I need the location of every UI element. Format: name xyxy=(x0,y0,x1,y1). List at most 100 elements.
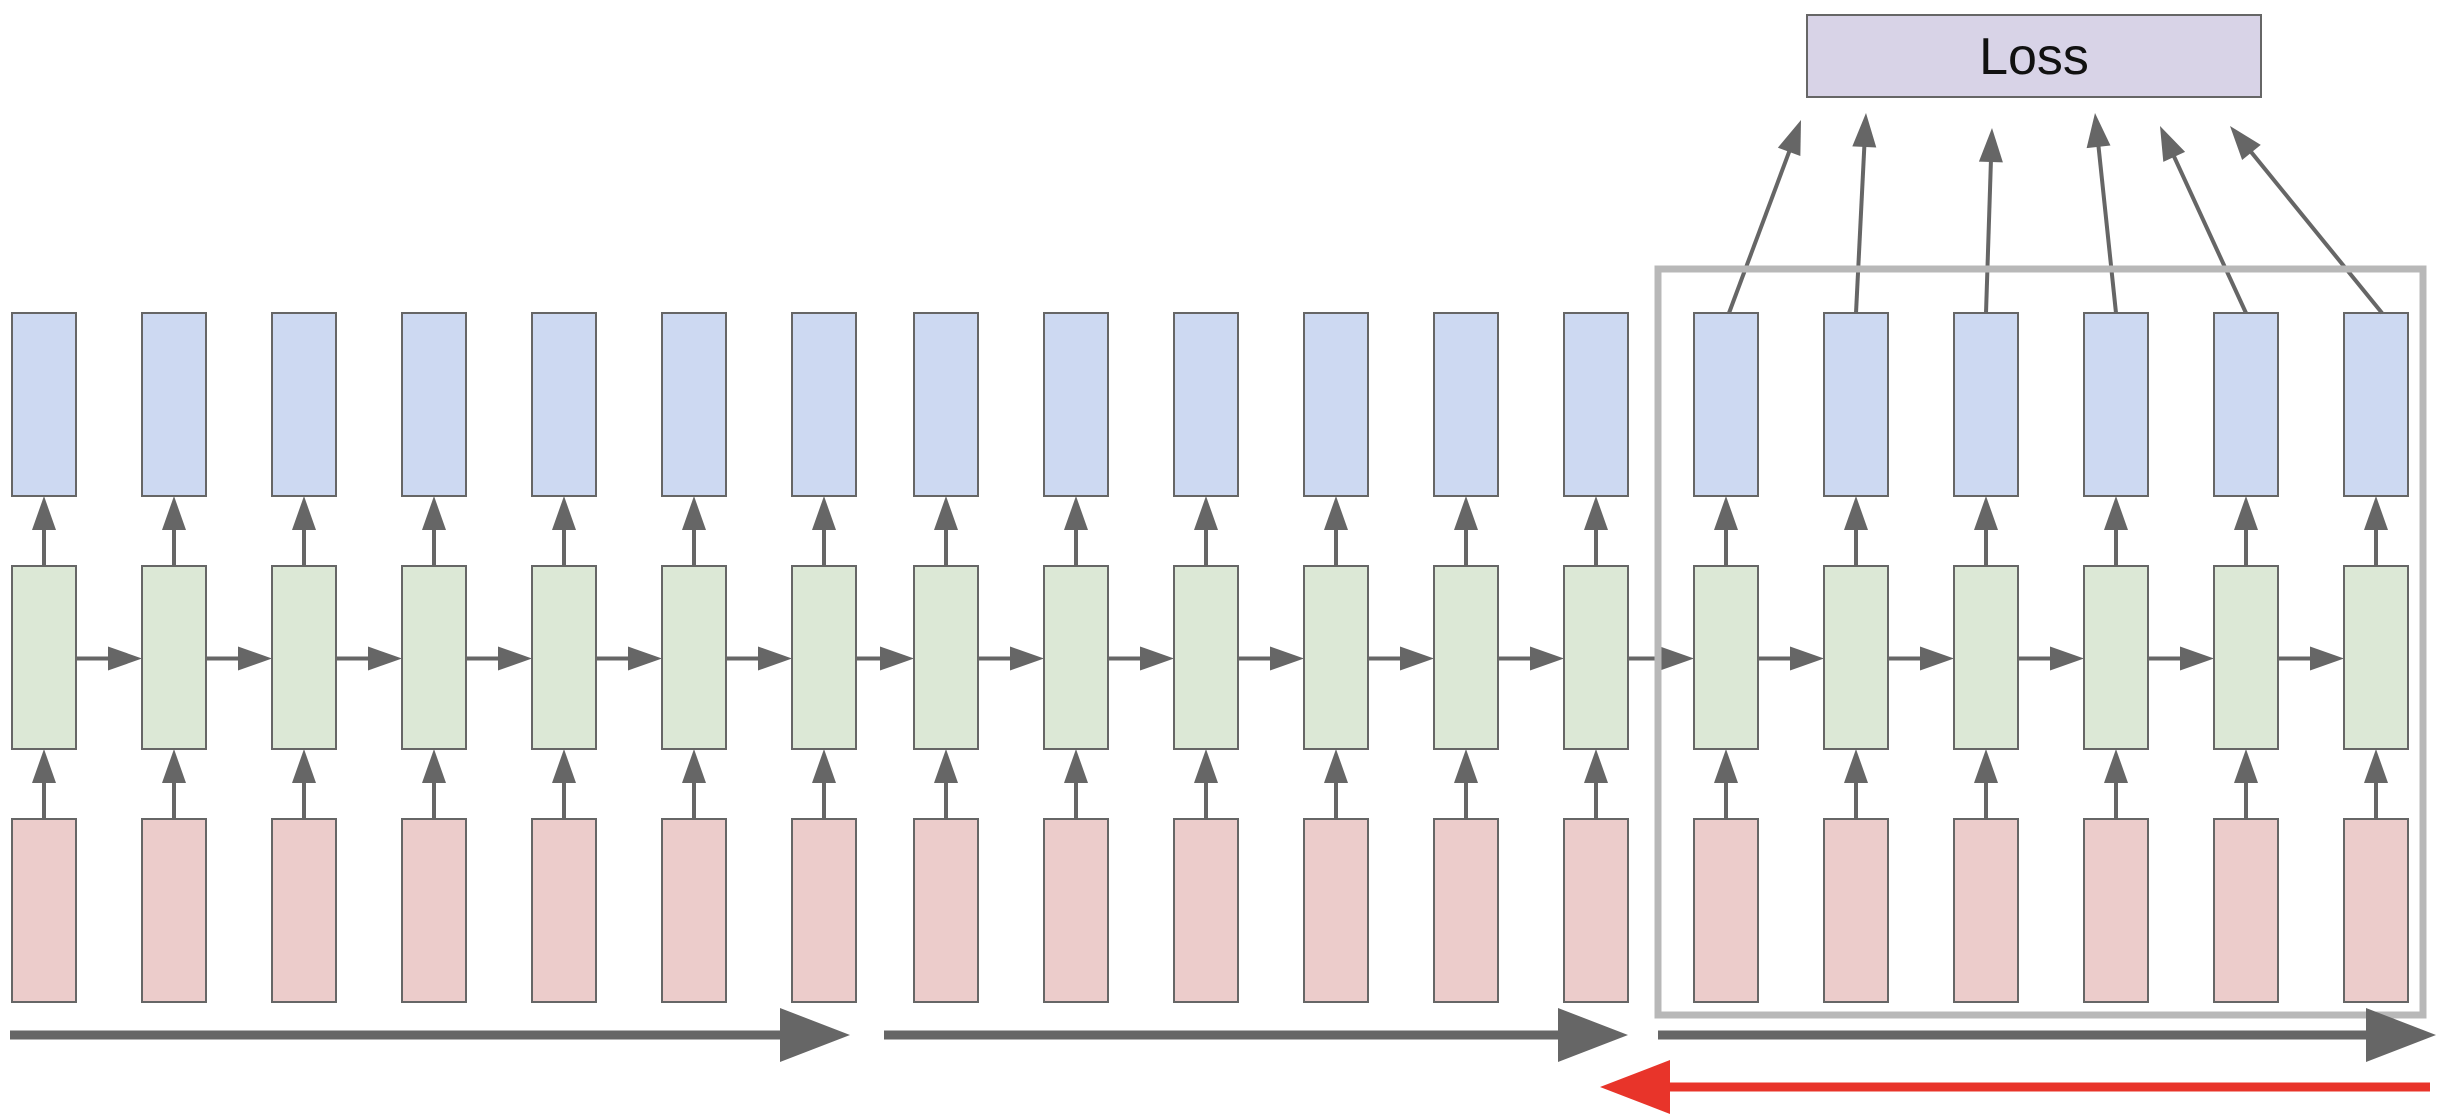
recurrent-arrow-4-head xyxy=(628,646,662,671)
hidden-to-output-arrow-11-head xyxy=(1454,496,1478,530)
input-to-hidden-arrow-15-head xyxy=(1974,749,1998,783)
recurrent-arrow-6-head xyxy=(880,646,914,671)
input-to-hidden-arrow-3-head xyxy=(422,749,446,783)
hidden-cell-2 xyxy=(271,565,337,750)
input-cell-14 xyxy=(1823,818,1889,1003)
output-to-loss-arrow-0-head xyxy=(1777,120,1801,157)
recurrent-arrow-10-head xyxy=(1400,646,1434,671)
output-cell-1 xyxy=(141,312,207,497)
input-to-hidden-arrow-16-head xyxy=(2104,749,2128,783)
recurrent-arrow-11-head xyxy=(1530,646,1564,671)
output-to-loss-arrow-3-shaft xyxy=(2096,141,2118,314)
output-to-loss-arrow-4-shaft xyxy=(2170,151,2248,314)
input-cell-17 xyxy=(2213,818,2279,1003)
recurrent-arrow-13-head xyxy=(1790,646,1824,671)
input-to-hidden-arrow-17-head xyxy=(2234,749,2258,783)
hidden-to-output-arrow-7-head xyxy=(934,496,958,530)
output-to-loss-arrow-4-head xyxy=(2160,126,2186,162)
hidden-cell-5 xyxy=(661,565,727,750)
hidden-cell-8 xyxy=(1043,565,1109,750)
output-to-loss-arrow-3-head xyxy=(2086,113,2111,149)
recurrent-arrow-12-head xyxy=(1660,646,1694,671)
hidden-cell-17 xyxy=(2213,565,2279,750)
input-to-hidden-arrow-0-head xyxy=(32,749,56,783)
hidden-to-output-arrow-1-head xyxy=(162,496,186,530)
loss-label: Loss xyxy=(1979,28,2089,86)
hidden-to-output-arrow-17-head xyxy=(2234,496,2258,530)
input-cell-0 xyxy=(11,818,77,1003)
input-cell-13 xyxy=(1693,818,1759,1003)
input-cell-9 xyxy=(1173,818,1239,1003)
backprop-arrow-head xyxy=(1600,1060,1670,1114)
input-to-hidden-arrow-13-head xyxy=(1714,749,1738,783)
input-cell-10 xyxy=(1303,818,1369,1003)
hidden-cell-7 xyxy=(913,565,979,750)
input-cell-2 xyxy=(271,818,337,1003)
recurrent-arrow-2-head xyxy=(368,646,402,671)
output-to-loss-arrow-2-head xyxy=(1978,128,2003,163)
output-cell-13 xyxy=(1693,312,1759,497)
hidden-cell-12 xyxy=(1563,565,1629,750)
forward-arrow-1-head xyxy=(780,1008,850,1062)
output-cell-7 xyxy=(913,312,979,497)
input-cell-8 xyxy=(1043,818,1109,1003)
recurrent-arrow-7-head xyxy=(1010,646,1044,671)
recurrent-arrow-16-head xyxy=(2180,646,2214,671)
forward-arrow-2-head xyxy=(1558,1008,1628,1062)
hidden-cell-3 xyxy=(401,565,467,750)
hidden-to-output-arrow-14-head xyxy=(1844,496,1868,530)
output-to-loss-arrow-5-head xyxy=(2230,126,2261,160)
hidden-cell-10 xyxy=(1303,565,1369,750)
output-cell-0 xyxy=(11,312,77,497)
hidden-cell-18 xyxy=(2343,565,2409,750)
input-to-hidden-arrow-12-head xyxy=(1584,749,1608,783)
time-arrows xyxy=(10,1008,2436,1114)
input-to-hidden-arrow-8-head xyxy=(1064,749,1088,783)
input-to-hidden-arrow-4-head xyxy=(552,749,576,783)
hidden-cell-4 xyxy=(531,565,597,750)
recurrent-arrow-14-head xyxy=(1920,646,1954,671)
loss-box xyxy=(1806,14,2262,98)
hidden-to-output-arrow-18-head xyxy=(2364,496,2388,530)
output-cell-16 xyxy=(2083,312,2149,497)
hidden-cell-1 xyxy=(141,565,207,750)
output-to-loss-arrow-1-head xyxy=(1852,113,1877,148)
input-to-hidden-arrow-2-head xyxy=(292,749,316,783)
input-to-hidden-arrow-9-head xyxy=(1194,749,1218,783)
input-cell-4 xyxy=(531,818,597,1003)
input-cell-1 xyxy=(141,818,207,1003)
loss-node: Loss xyxy=(1806,14,2262,98)
hidden-cell-15 xyxy=(1953,565,2019,750)
hidden-to-output-arrow-15-head xyxy=(1974,496,1998,530)
recurrent-arrow-1-head xyxy=(238,646,272,671)
output-cell-10 xyxy=(1303,312,1369,497)
output-cell-5 xyxy=(661,312,727,497)
output-cell-18 xyxy=(2343,312,2409,497)
output-cell-11 xyxy=(1433,312,1499,497)
hidden-cell-9 xyxy=(1173,565,1239,750)
input-to-hidden-arrow-6-head xyxy=(812,749,836,783)
hidden-cell-11 xyxy=(1433,565,1499,750)
output-cell-4 xyxy=(531,312,597,497)
hidden-to-output-arrow-16-head xyxy=(2104,496,2128,530)
hidden-cell-6 xyxy=(791,565,857,750)
hidden-to-output-arrow-0-head xyxy=(32,496,56,530)
recurrent-arrow-9-head xyxy=(1270,646,1304,671)
recurrent-arrow-8-head xyxy=(1140,646,1174,671)
input-cell-11 xyxy=(1433,818,1499,1003)
output-to-loss-arrow-2-shaft xyxy=(1984,156,1994,314)
hidden-to-output-arrow-2-head xyxy=(292,496,316,530)
input-cell-6 xyxy=(791,818,857,1003)
output-cell-14 xyxy=(1823,312,1889,497)
hidden-to-output-arrow-4-head xyxy=(552,496,576,530)
input-to-hidden-arrow-7-head xyxy=(934,749,958,783)
output-cell-6 xyxy=(791,312,857,497)
output-to-loss-arrow-1-shaft xyxy=(1854,141,1867,314)
input-to-hidden-arrow-18-head xyxy=(2364,749,2388,783)
input-cell-7 xyxy=(913,818,979,1003)
hidden-to-output-arrow-5-head xyxy=(682,496,706,530)
output-cell-15 xyxy=(1953,312,2019,497)
input-to-hidden-arrow-14-head xyxy=(1844,749,1868,783)
input-to-hidden-arrow-1-head xyxy=(162,749,186,783)
